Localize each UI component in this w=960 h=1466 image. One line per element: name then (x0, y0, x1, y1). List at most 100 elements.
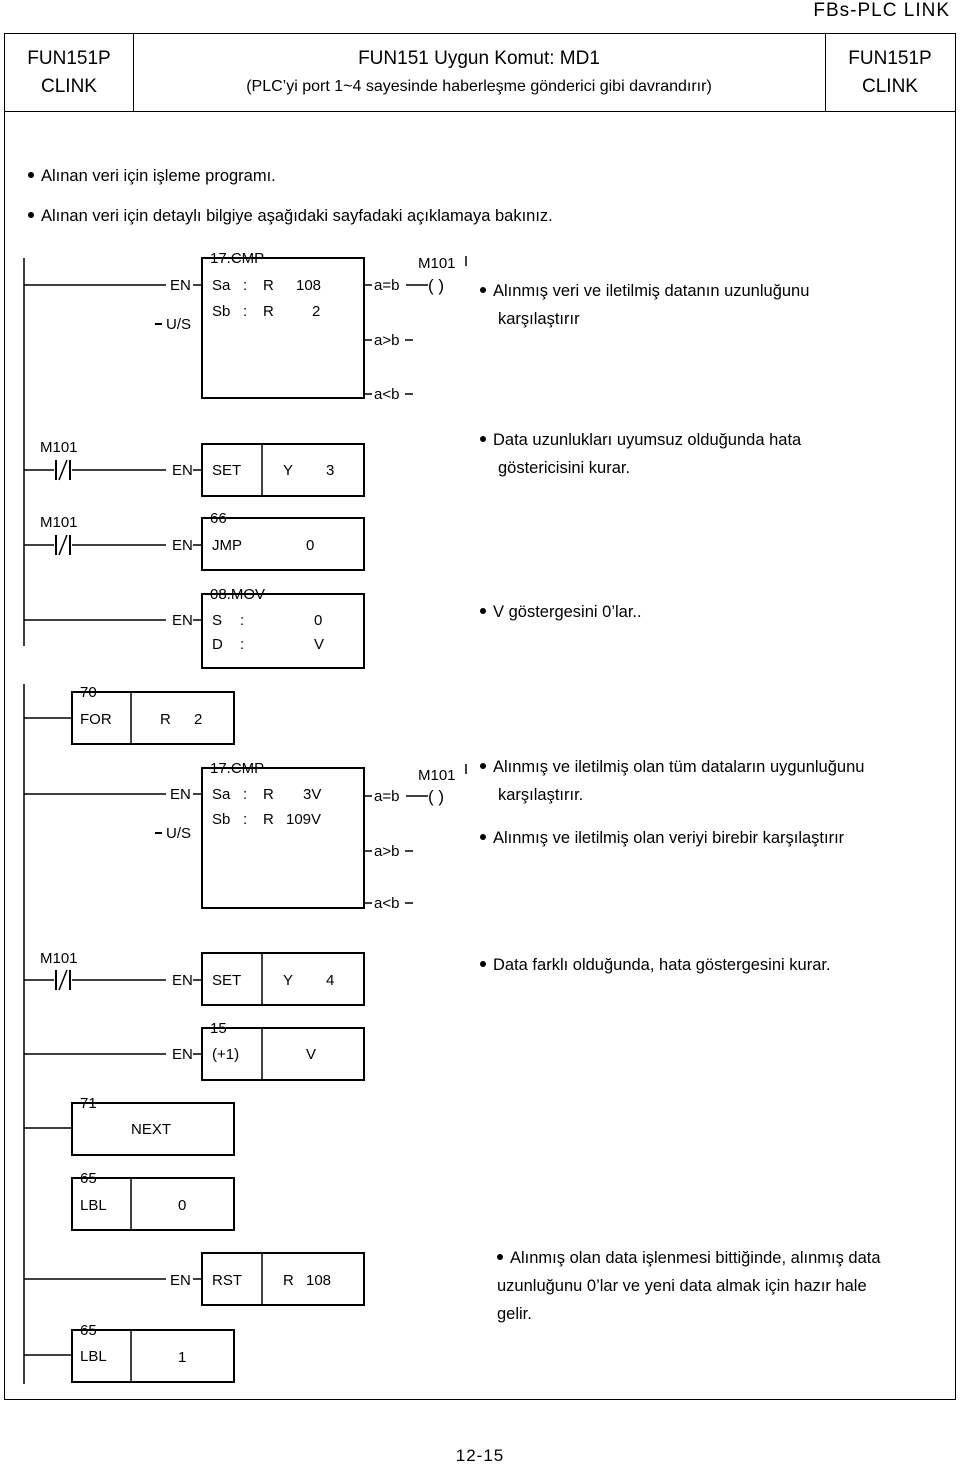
svg-text:17.CMP: 17.CMP (210, 760, 264, 777)
contact-m101-label: M101 (40, 439, 78, 456)
svg-text:3V: 3V (303, 786, 321, 803)
page-title: FUN151 Uygun Komut: MD1 (358, 47, 600, 69)
bullet-dot-icon (480, 762, 486, 769)
svg-text:Y: Y (283, 972, 293, 989)
svg-text:Y: Y (283, 462, 293, 479)
svg-text:EN: EN (172, 537, 193, 554)
svg-text:U/S: U/S (166, 825, 191, 842)
svg-text:JMP: JMP (212, 537, 242, 554)
page-number: 12-15 (455, 1446, 505, 1465)
cmp1-sb-label: Sb (212, 303, 230, 320)
svg-text:V: V (314, 636, 324, 653)
label-0-block: 65 LBL 0 (71, 1170, 235, 1231)
set-y3-rung: M101 EN SET Y 3 (24, 439, 365, 497)
svg-text:FOR: FOR (80, 711, 112, 728)
svg-text:M101: M101 (40, 950, 78, 967)
header-left-cell: FUN151P CLINK (5, 34, 134, 111)
cmp1-sb-val: 2 (312, 303, 320, 320)
svg-text:EN: EN (172, 612, 193, 629)
intro-bullet-2: Alınan veri için detaylı bilgiye aşağıda… (28, 202, 553, 230)
svg-text:2: 2 (194, 711, 202, 728)
svg-text:EN: EN (172, 1046, 193, 1063)
for-block: 70 FOR R 2 (24, 684, 235, 745)
cmp1-coil-icon: ( ) (428, 276, 444, 295)
svg-text:3: 3 (326, 462, 334, 479)
svg-text:Sb: Sb (212, 811, 230, 828)
bullet-dot-icon (480, 286, 486, 293)
svg-text:EN: EN (170, 1272, 191, 1289)
cmp2-coil-icon: ( ) (428, 787, 444, 806)
cmp1-sa-val: 108 (296, 277, 321, 294)
cmp1-lt-label: a<b (374, 386, 399, 403)
svg-text:M101: M101 (40, 514, 78, 531)
svg-text:EN: EN (170, 786, 191, 803)
cmp1-sa-reg: R (263, 277, 274, 294)
svg-text:108: 108 (306, 1272, 331, 1289)
svg-text:0: 0 (306, 537, 314, 554)
bullet-dot-icon (480, 833, 486, 840)
header-title-cell: FUN151 Uygun Komut: MD1 (PLC’yi port 1~4… (133, 34, 826, 111)
svg-text::: : (243, 303, 247, 320)
svg-text:109V: 109V (286, 811, 321, 828)
svg-text:R: R (160, 711, 171, 728)
note-reset-v: V göstergesini 0’lar.. (480, 598, 642, 626)
intro-bullet-1: Alınan veri için işleme programı. (28, 162, 276, 190)
increment-block: EN 15 (+1) V (24, 1020, 365, 1081)
header-left-line1: FUN151P (27, 47, 111, 69)
svg-text::: : (243, 277, 247, 294)
svg-text:Sa: Sa (212, 786, 231, 803)
svg-text:RST: RST (212, 1272, 242, 1289)
bullet-dot-icon (480, 435, 486, 442)
svg-text:V: V (306, 1046, 316, 1063)
svg-text:66: 66 (210, 510, 227, 527)
bullet-dot-icon (28, 171, 34, 178)
bullet-dot-icon (28, 211, 34, 218)
svg-text:SET: SET (212, 972, 241, 989)
svg-text:NEXT: NEXT (131, 1121, 171, 1138)
cmp1-eq-label: a=b (374, 277, 399, 294)
svg-text:D: D (212, 636, 223, 653)
svg-text:M101: M101 (418, 767, 456, 784)
page-subtitle: (PLC’yi port 1~4 sayesinde haberleşme gö… (246, 77, 712, 95)
header-right-line1: FUN151P (848, 47, 932, 69)
cmp-block-1: 17.CMP Sa : R 108 Sb : R 2 EN U/S a=b ( … (24, 250, 467, 403)
cmp1-sb-reg: R (263, 303, 274, 320)
svg-text:R: R (283, 1272, 294, 1289)
cmp1-coil-label: M101 (418, 255, 456, 272)
svg-text:EN: EN (172, 462, 193, 479)
rst-block: EN RST R 108 (24, 1252, 365, 1306)
header-table: FUN151P CLINK FUN151 Uygun Komut: MD1 (P… (4, 33, 956, 112)
svg-text:0: 0 (314, 612, 322, 629)
set1-op: SET (212, 462, 241, 479)
note-compare-all: Alınmış ve iletilmiş olan tüm dataların … (480, 753, 864, 809)
svg-text:EN: EN (172, 972, 193, 989)
svg-text:0: 0 (178, 1197, 186, 1214)
note-ready: Alınmış olan data işlenmesi bittiğinde, … (497, 1249, 881, 1323)
svg-text:(+1): (+1) (212, 1046, 239, 1063)
bullet-dot-icon (480, 607, 486, 614)
cmp1-gt-label: a>b (374, 332, 399, 349)
cmp1-us-label: U/S (166, 316, 191, 333)
cmp1-sa-label: Sa (212, 277, 231, 294)
svg-text:65: 65 (80, 1170, 97, 1187)
note-compare-length: Alınmış veri ve iletilmiş datanın uzunlu… (480, 277, 809, 333)
svg-text:71: 71 (80, 1095, 97, 1112)
next-block: 71 NEXT (24, 1095, 235, 1156)
svg-text:a>b: a>b (374, 843, 399, 860)
svg-text:R: R (263, 811, 274, 828)
svg-text:a<b: a<b (374, 895, 399, 912)
header-left-line2: CLINK (41, 75, 97, 97)
svg-text:70: 70 (80, 684, 97, 701)
svg-text:08.MOV: 08.MOV (210, 586, 265, 603)
svg-text:a=b: a=b (374, 788, 399, 805)
svg-text:LBL: LBL (80, 1348, 107, 1365)
header-product-label: FBs-PLC LINK (813, 0, 950, 21)
header-right-cell: FUN151P CLINK (825, 34, 955, 111)
note-data-error: Data farklı olduğunda, hata göstergesini… (480, 951, 831, 979)
svg-text:1: 1 (178, 1349, 186, 1366)
header-right-line2: CLINK (862, 75, 918, 97)
note-length-error: Data uzunlukları uyumsuz olduğunda hata … (480, 426, 801, 482)
cmp-block-2: 17.CMP Sa : R 3V Sb : R 109V EN U/S a=b … (24, 760, 467, 912)
content-frame (4, 111, 956, 1400)
